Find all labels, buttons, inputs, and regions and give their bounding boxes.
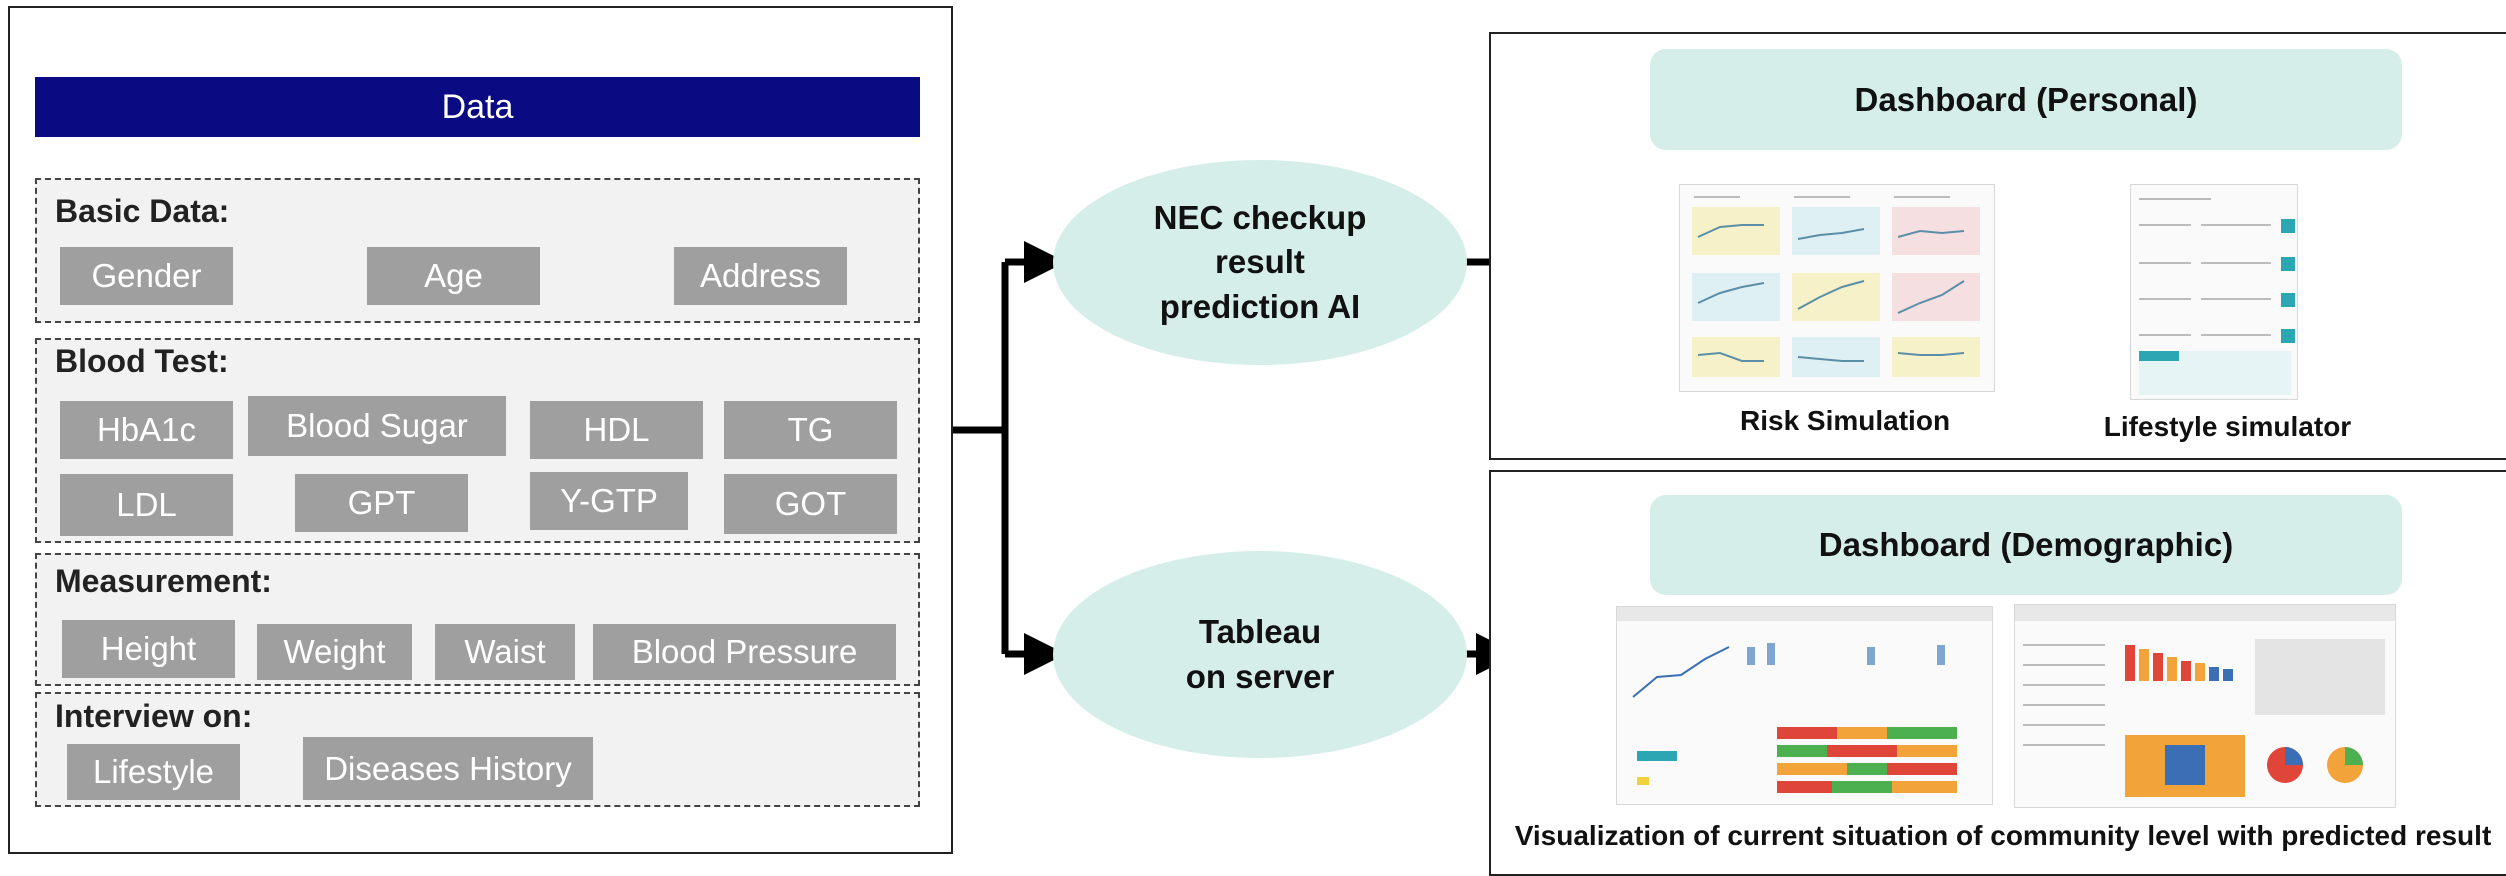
chip-tg: TG <box>724 401 897 459</box>
chip-height: Height <box>62 620 235 678</box>
personal-dashboard-title: Dashboard (Personal) <box>1650 49 2402 150</box>
interview-title: Interview on: <box>55 698 253 734</box>
chip-lifestyle: Lifestyle <box>67 744 240 800</box>
lifestyle-simulator-thumbnail <box>2130 184 2298 400</box>
chip-address: Address <box>674 247 847 305</box>
chip-gpt: GPT <box>295 474 468 532</box>
prediction-ai-node: NEC checkup result prediction AI <box>1053 160 1467 365</box>
risk-chart-bands <box>1692 207 1980 377</box>
demographic-dashboard-title: Dashboard (Demographic) <box>1650 495 2402 595</box>
risk-simulation-thumbnail <box>1679 184 1995 392</box>
measurement-title: Measurement: <box>55 563 272 599</box>
demographic-caption: Visualization of current situation of co… <box>1514 820 2492 851</box>
chip-ldl: LDL <box>60 474 233 536</box>
tableau-node: Tableau on server <box>1053 551 1467 758</box>
chip-ygtp: Y-GTP <box>530 472 688 530</box>
basic-data-title: Basic Data: <box>55 193 230 229</box>
chip-blood-sugar: Blood Sugar <box>248 396 506 456</box>
data-header: Data <box>35 77 920 137</box>
lifestyle-simulator-caption: Lifestyle simulator <box>2103 411 2352 442</box>
chip-gender: Gender <box>60 247 233 305</box>
demographic-bar-chart <box>2125 645 2233 681</box>
chip-blood-pressure: Blood Pressure <box>593 624 896 680</box>
risk-simulation-caption: Risk Simulation <box>1740 405 1951 436</box>
demographic-pies <box>2267 747 2363 783</box>
risk-chart-lines <box>1697 224 1965 362</box>
branch-connector <box>953 241 1066 675</box>
chip-age: Age <box>367 247 540 305</box>
blood-test-title: Blood Test: <box>55 343 229 379</box>
prediction-ai-label: NEC checkup result prediction AI <box>1153 198 1367 325</box>
tableau-label: Tableau on server <box>1185 612 1335 695</box>
chip-hdl: HDL <box>530 401 703 459</box>
chip-weight: Weight <box>257 624 412 680</box>
chip-got: GOT <box>724 474 897 534</box>
demographic-stacked-bars <box>1777 727 1957 793</box>
demographic-thumbnail-right <box>2014 604 2396 808</box>
chip-hba1c: HbA1c <box>60 401 233 459</box>
lifestyle-rows <box>2281 219 2295 343</box>
chip-waist: Waist <box>435 624 575 680</box>
chip-diseases-history: Diseases History <box>303 737 593 800</box>
demographic-thumbnail-left <box>1616 606 1993 805</box>
